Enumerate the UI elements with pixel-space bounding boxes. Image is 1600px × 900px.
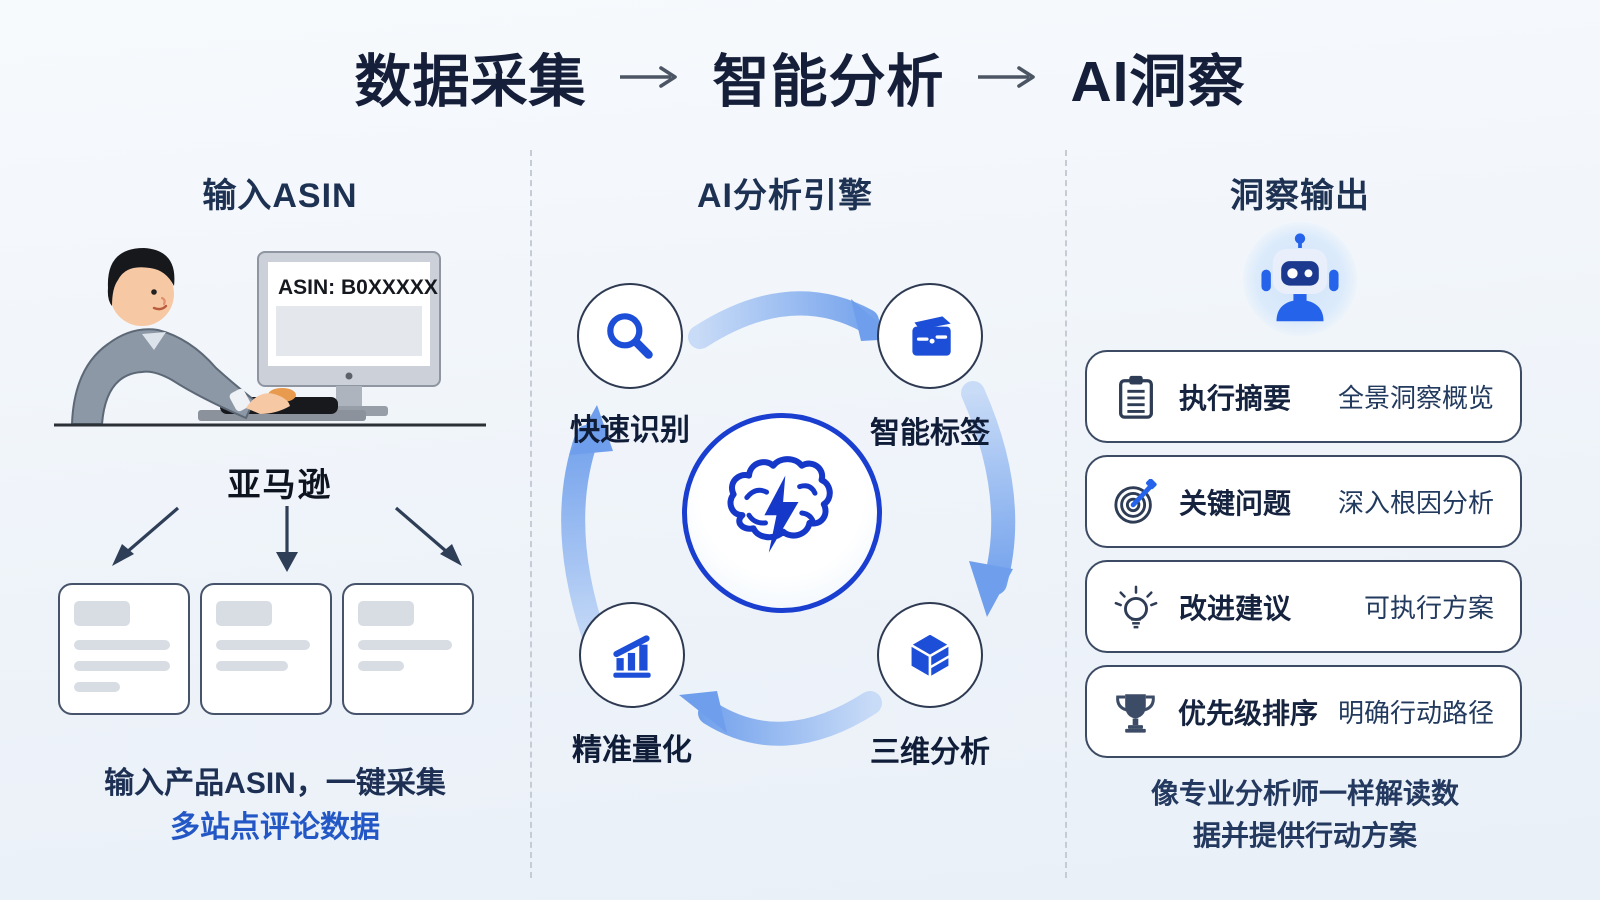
person-at-computer-illustration: ASIN: B0XXXXX <box>54 248 486 427</box>
search-icon <box>607 313 653 359</box>
insight-card-title: 改进建议 <box>1179 592 1292 624</box>
node-label-smart-tags: 智能标签 <box>870 417 990 450</box>
insight-card-desc: 明确行动路径 <box>1337 698 1494 728</box>
left-column-header: 输入ASIN <box>202 177 358 215</box>
title-step-analyze: 智能分析 <box>712 50 945 114</box>
right-caption-line1: 像专业分析师一样解读数 <box>1150 778 1459 809</box>
insight-card-title: 优先级排序 <box>1177 697 1318 729</box>
node-3d-analysis <box>877 602 983 708</box>
archive-icon <box>912 316 951 356</box>
insight-card-desc: 深入根因分析 <box>1337 488 1494 518</box>
node-smart-tags <box>877 283 983 389</box>
review-card <box>58 583 190 715</box>
person-body <box>70 328 256 425</box>
asin-screen-text: ASIN: B0XXXXX <box>278 276 438 299</box>
insight-card-desc: 可执行方案 <box>1363 593 1494 623</box>
page-title: 数据采集 智能分析 AI洞察 <box>0 34 1600 120</box>
cycle-arrows <box>561 291 1016 746</box>
insight-card-title: 关键问题 <box>1179 487 1292 519</box>
robot-glow <box>1243 222 1357 336</box>
ai-engine-flow: 快速识别 智能标签 精准量化 三维分析 <box>545 265 1025 775</box>
placeholder-line <box>358 661 404 671</box>
insight-card-desc: 全景洞察概览 <box>1337 383 1494 413</box>
brain-lightning-icon <box>727 456 833 553</box>
placeholder-line <box>216 661 288 671</box>
node-label-3d-analysis: 三维分析 <box>870 736 990 769</box>
node-label-precise-quantify: 精准量化 <box>572 734 692 767</box>
bar-chart-icon <box>613 635 651 678</box>
placeholder-line <box>74 661 170 671</box>
insight-card-suggestions: 改进建议 可执行方案 <box>1085 560 1522 653</box>
cube-icon <box>909 632 951 680</box>
insight-card-key-issues: 关键问题 深入根因分析 <box>1085 455 1522 548</box>
placeholder-line <box>74 640 170 650</box>
robot-icon <box>1261 233 1339 322</box>
placeholder-line <box>216 640 310 650</box>
column-divider <box>1065 150 1067 878</box>
right-column-header: 洞察输出 <box>1230 177 1370 215</box>
target-icon <box>1114 478 1157 524</box>
lightbulb-icon <box>1114 585 1158 628</box>
screen-placeholder <box>276 306 422 356</box>
left-caption-line2: 多站点评论数据 <box>170 811 380 844</box>
right-arrow-icon <box>619 66 677 88</box>
right-arrow-icon <box>977 66 1035 88</box>
middle-column-header: AI分析引擎 <box>697 177 873 215</box>
title-step-collect: 数据采集 <box>354 50 587 114</box>
insight-card-priority: 优先级排序 明确行动路径 <box>1085 665 1522 758</box>
title-step-insight: AI洞察 <box>1070 50 1246 114</box>
node-precise-quantify <box>579 602 685 708</box>
placeholder-line <box>74 682 120 692</box>
node-label-quick-identify: 快速识别 <box>570 414 690 447</box>
insight-card-title: 执行摘要 <box>1179 382 1292 414</box>
right-caption-line2: 据并提供行动方案 <box>1192 820 1417 851</box>
column-divider <box>530 150 532 878</box>
review-card <box>342 583 474 715</box>
insight-card-summary: 执行摘要 全景洞察概览 <box>1085 350 1522 443</box>
placeholder-title <box>74 601 130 626</box>
review-card <box>200 583 332 715</box>
trophy-icon <box>1116 693 1155 733</box>
fanout-arrows <box>112 506 462 572</box>
left-caption-line1: 输入产品ASIN，一键采集 <box>104 767 446 800</box>
placeholder-title <box>216 601 272 626</box>
placeholder-line <box>358 640 452 650</box>
node-quick-identify <box>577 283 683 389</box>
person-hair <box>107 248 175 306</box>
brain-engine-node <box>682 413 882 613</box>
placeholder-title <box>358 601 414 626</box>
amazon-platform-label: 亚马逊 <box>227 466 333 503</box>
clipboard-icon <box>1119 375 1153 419</box>
